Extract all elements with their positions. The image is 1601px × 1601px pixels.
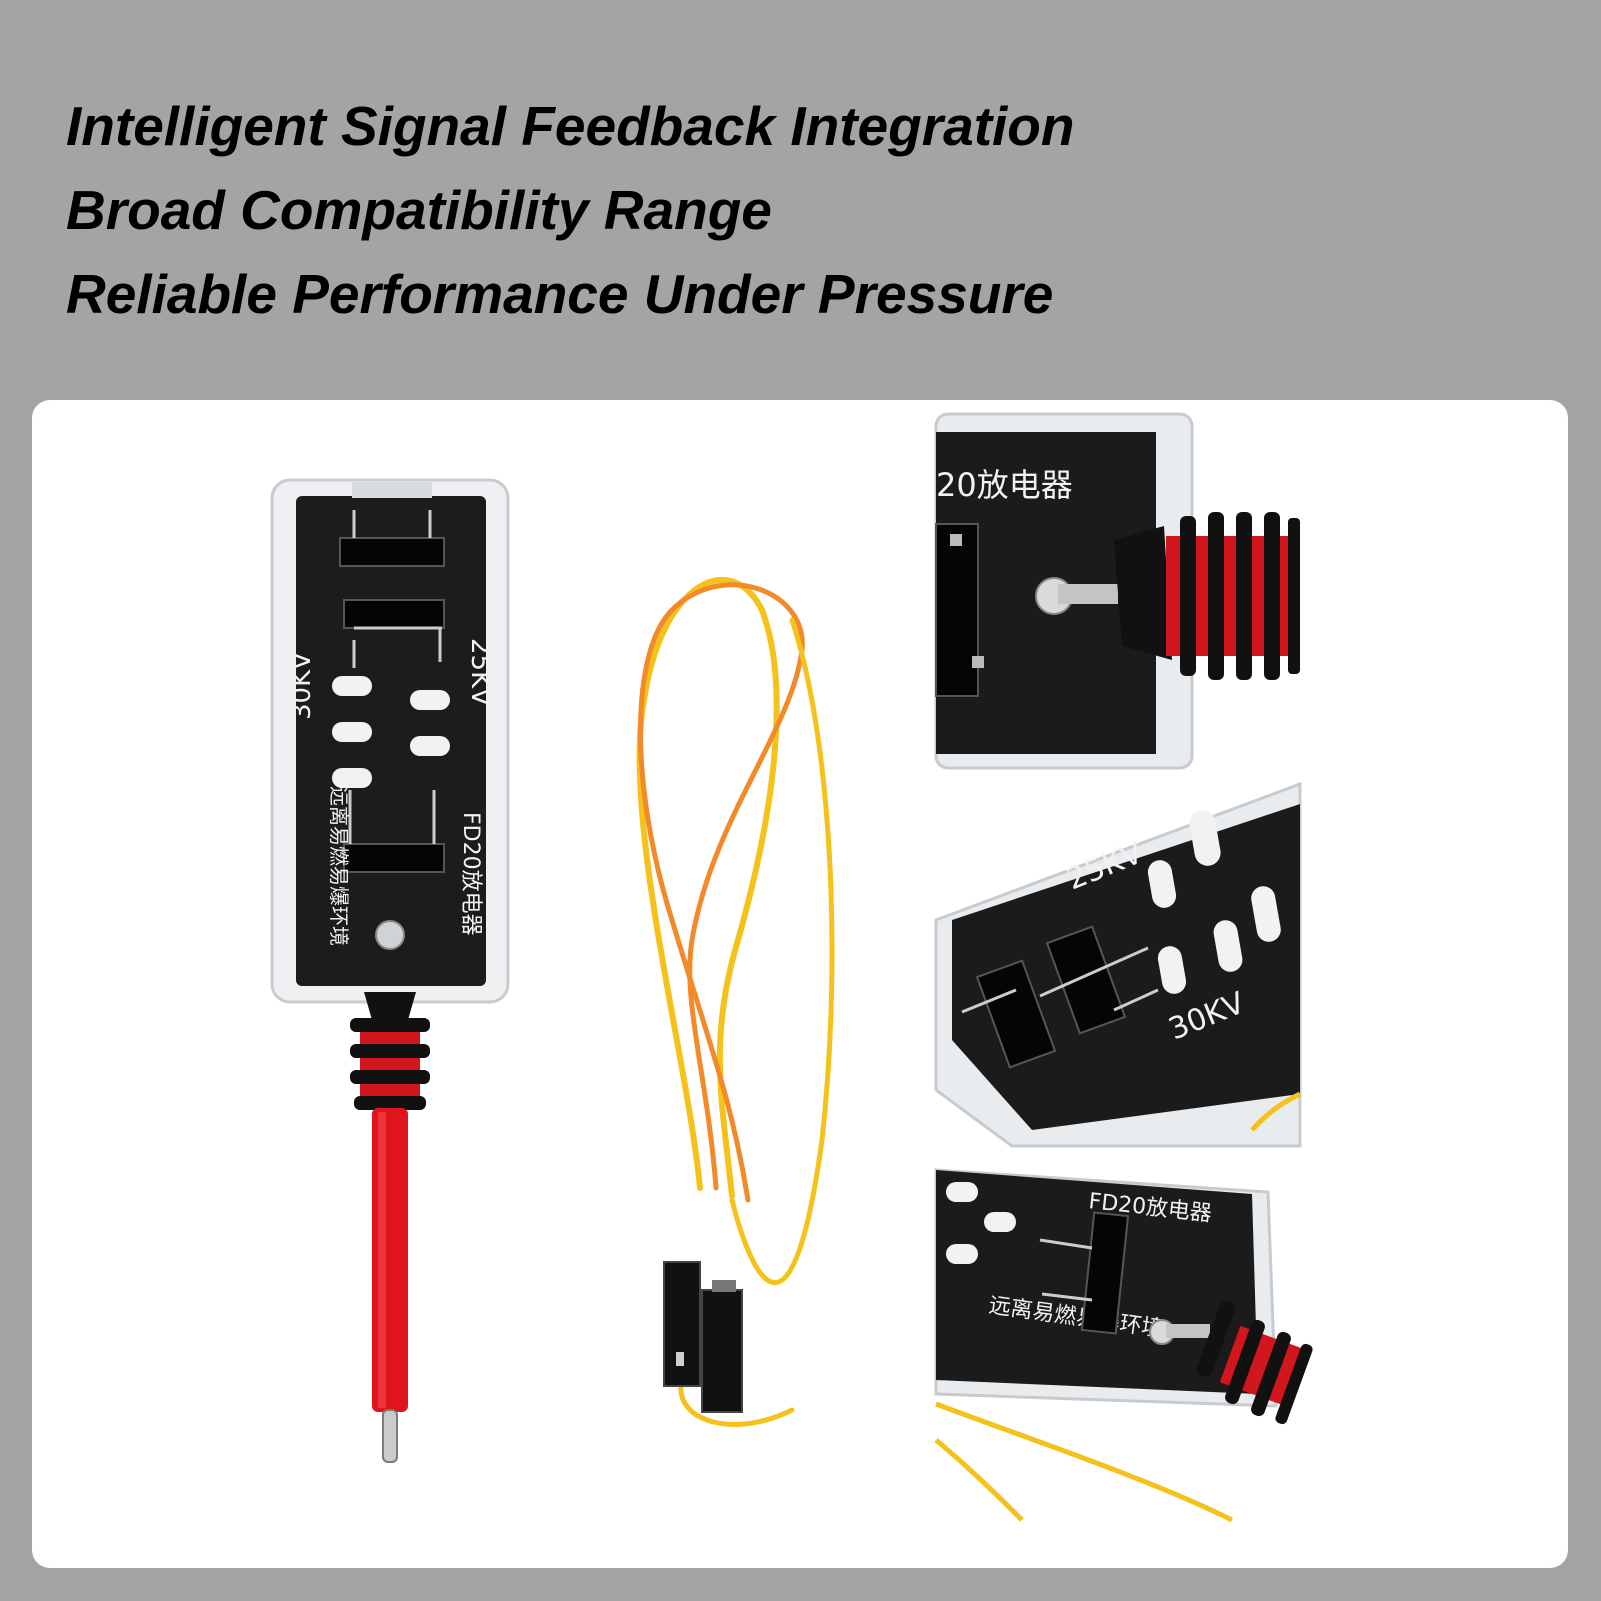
label-model: FD20放电器	[458, 812, 483, 936]
dupont-connectors	[663, 1261, 743, 1413]
headline-3: Reliable Performance Under Pressure	[66, 263, 1054, 325]
detail-vent-slots	[1147, 810, 1281, 994]
label-30kv: 30KV	[287, 652, 317, 720]
screw-contact	[375, 920, 405, 950]
pin-headers	[339, 510, 445, 873]
product-panel: 25KV 30KV FD20放电器 远离易燃易爆环境	[32, 400, 1568, 1568]
detail-image-bottom: FD20放电器 远离易燃易爆环境	[934, 1160, 1313, 1523]
detail-image-top: 20放电器	[934, 408, 1300, 770]
strain-relief	[350, 1018, 430, 1110]
discharger-device: 25KV 30KV FD20放电器 远离易燃易爆环境	[270, 478, 510, 1463]
detail-strain-relief	[1166, 512, 1300, 680]
detail-model-label: 20放电器	[936, 466, 1073, 504]
pcb-board	[296, 496, 486, 986]
detail-pin-headers	[961, 925, 1159, 1069]
probe-tip	[382, 1409, 398, 1463]
headline-1: Intelligent Signal Feedback Integration	[66, 95, 1075, 157]
detail-image-middle: 25KV 30KV	[934, 781, 1302, 1148]
label-warning: 远离易燃易爆环境	[327, 786, 351, 946]
headline-block: Intelligent Signal Feedback Integration …	[66, 84, 1466, 336]
red-probe-lead	[372, 1108, 408, 1412]
headline-2: Broad Compatibility Range	[66, 179, 772, 241]
product-illustration: 25KV 30KV FD20放电器 远离易燃易爆环境	[270, 408, 1313, 1523]
label-25kv: 25KV	[465, 638, 495, 706]
vent-slots	[332, 676, 450, 788]
jumper-wire	[636, 577, 835, 1427]
detail-bottom-strain-relief	[1196, 1301, 1313, 1425]
